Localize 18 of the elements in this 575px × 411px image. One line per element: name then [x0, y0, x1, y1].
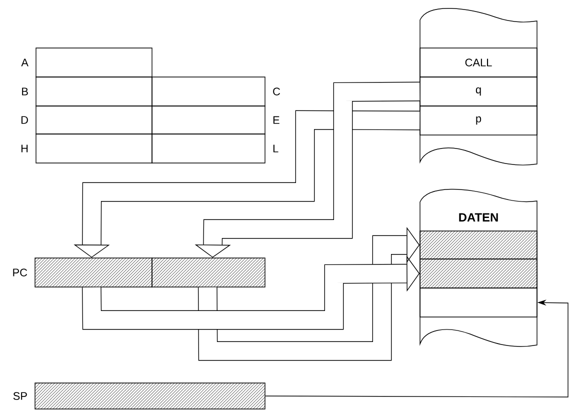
memory-cell: CALL [420, 48, 538, 78]
memory-cell [420, 288, 538, 318]
register-label: SP [13, 392, 27, 400]
register-label: PC [13, 268, 28, 276]
register-label: A [21, 58, 28, 66]
register-label: C [273, 88, 280, 96]
register-label: H [21, 144, 28, 152]
memory-cell [420, 258, 538, 288]
wide-arrow [198, 226, 420, 361]
memory-cell: q [420, 76, 538, 106]
register-label: E [273, 116, 280, 124]
register-label: L [273, 144, 278, 152]
memory-label: DATEN [459, 213, 498, 222]
memory-cell: p [420, 106, 538, 136]
register-bar [152, 258, 266, 288]
register-label: B [22, 88, 28, 96]
wide-arrow [82, 256, 420, 330]
register-label: D [21, 116, 28, 124]
